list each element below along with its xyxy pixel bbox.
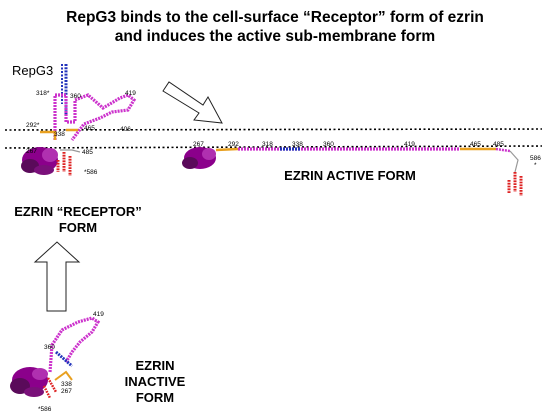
inactive-form-label-line-2: INACTIVE (124, 374, 186, 389)
receptor-form-label: EZRIN “RECEPTOR” FORM (4, 204, 152, 236)
figure-title-line-2: and induces the active sub-membrane form (114, 28, 436, 45)
active-residue-485: 485 (493, 141, 504, 148)
receptor-residue-586: *586 (84, 169, 98, 176)
receptor-ferm-domain (21, 147, 58, 175)
receptor-c-terminal (56, 152, 72, 176)
active-residue-586-star: * (534, 162, 537, 169)
active-form-label: EZRIN ACTIVE FORM (284, 168, 416, 183)
diagonal-arrow (162, 81, 223, 124)
membrane-inner-line (4, 145, 543, 149)
vertical-up-arrow (33, 241, 81, 312)
active-residue-267: 267 (193, 141, 204, 148)
active-residue-465: 465 (470, 141, 481, 148)
receptor-residue-318: 318* (36, 90, 50, 97)
receptor-residue-419: 419 (125, 90, 136, 97)
receptor-form-label-line-1: EZRIN “RECEPTOR” (14, 204, 142, 219)
inactive-c-terminal (42, 377, 58, 399)
inactive-form-label-line-3: FORM (135, 390, 175, 405)
inactive-form-structure: 419 360 338 267 *586 (10, 311, 104, 413)
inactive-residue-419: 419 (93, 311, 104, 318)
active-ferm-domain (182, 147, 216, 169)
receptor-residue-267: 267 (26, 148, 37, 155)
inactive-residue-267: 267 (61, 388, 72, 395)
receptor-form-structure: 318* 360 419 292* 338 465 406 267 485 *5… (21, 64, 136, 176)
active-residue-292: 292 (228, 141, 239, 148)
inactive-residue-338: 338 (61, 381, 72, 388)
active-residue-338: 338 (292, 141, 303, 148)
active-residue-318: 318 (262, 141, 273, 148)
active-form-structure: 267 292 318 338 360 419 465 485 586 * (182, 141, 541, 196)
inactive-form-label: EZRIN INACTIVE FORM (123, 358, 187, 406)
inactive-residue-586: *586 (38, 406, 52, 413)
active-residue-586: 586 (530, 155, 541, 162)
receptor-helix-loop (53, 93, 137, 141)
receptor-form-label-line-2: FORM (58, 220, 98, 235)
inactive-form-label-line-1: EZRIN (135, 358, 175, 373)
active-residue-360: 360 (323, 141, 334, 148)
active-c-terminal (507, 172, 523, 196)
receptor-residue-338: 338 (54, 131, 65, 138)
receptor-residue-360: 360 (70, 93, 81, 100)
repg3-label: RepG3 (12, 63, 54, 78)
active-residue-419: 419 (404, 141, 415, 148)
inactive-helix-loop (48, 316, 101, 373)
inactive-residue-360: 360 (44, 344, 55, 351)
receptor-residue-485: 485 (82, 149, 93, 156)
figure-title-line-1: RepG3 binds to the cell-surface “Recepto… (66, 9, 484, 26)
receptor-residue-406: 406 (120, 126, 131, 133)
inactive-ferm-domain (10, 367, 48, 397)
receptor-residue-465: 465 (84, 125, 95, 132)
receptor-residue-292: 292* (26, 122, 40, 129)
